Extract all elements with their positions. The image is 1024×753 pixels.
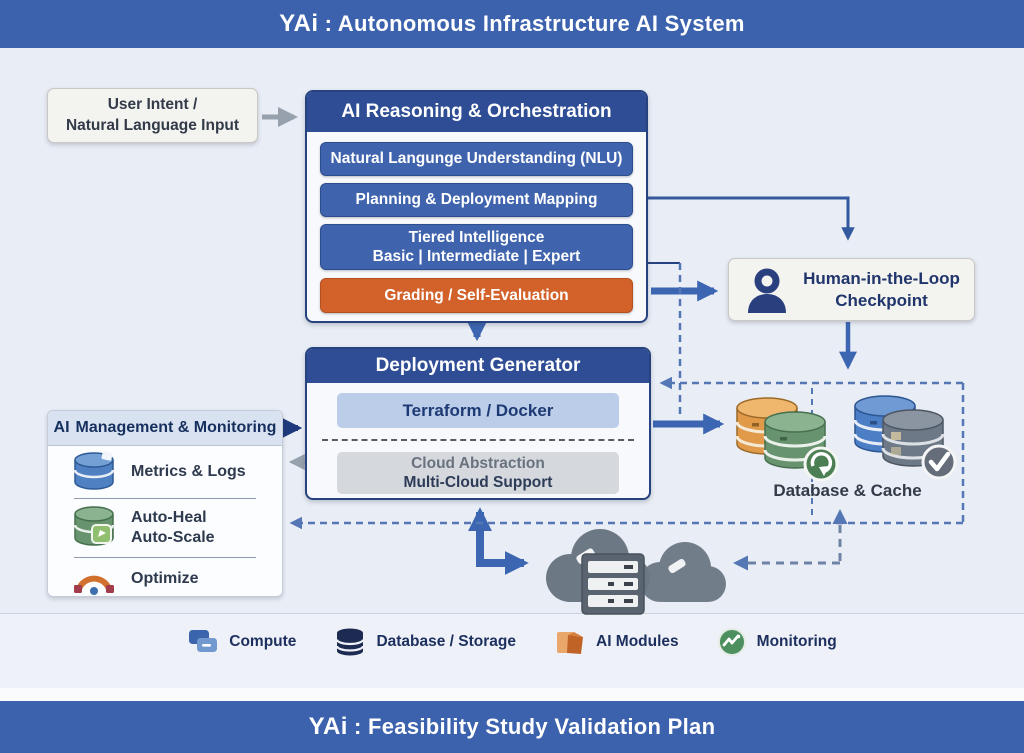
person-icon — [748, 268, 786, 313]
arrow-reasoning-to-hitl-top — [648, 196, 855, 241]
module-grading-label: Grading / Self-Evaluation — [384, 286, 569, 304]
ai-modules-icon — [557, 632, 583, 654]
bottom-banner-title: : Feasibility Study Validation Plan — [353, 714, 716, 739]
module-nlu: Natural Langunge Understanding (NLU) — [320, 142, 633, 176]
management-separator — [74, 557, 256, 558]
top-banner-title: : Autonomous Infrastructure AI System — [324, 11, 745, 36]
database-gray-icon — [881, 409, 945, 467]
database-cache-label: Database & Cache — [773, 481, 922, 500]
hitl-line2: Checkpoint — [835, 290, 928, 310]
cloud-abstraction-line1: Cloud Abstraction — [411, 454, 545, 472]
management-panel: AI Management & Monitoring Metrics & Log… — [47, 410, 283, 597]
module-tiered: Tiered Intelligence Basic | Intermediate… — [320, 224, 633, 270]
module-nlu-label: Natural Langunge Understanding (NLU) — [330, 150, 623, 168]
cloud-right-icon — [640, 542, 726, 602]
refresh-badge — [803, 446, 839, 482]
deployment-divider — [322, 439, 634, 441]
check-badge — [921, 444, 957, 480]
optimize-label: Optimize — [131, 569, 199, 587]
product-name: YAi — [279, 10, 319, 37]
module-planning-label: Planning & Deployment Mapping — [355, 191, 598, 209]
reasoning-panel: AI Reasoning & Orchestration Natural Lan… — [305, 90, 648, 323]
user-intent-box: User Intent / Natural Language Input — [47, 88, 258, 143]
auto-heal-line2: Auto-Scale — [131, 529, 215, 546]
user-intent-line2: Natural Language Input — [65, 116, 240, 134]
legend-strip — [0, 613, 1024, 688]
terraform-docker-box: Terraform / Docker — [337, 393, 619, 428]
hitl-line1: Human-in-the-Loop — [803, 269, 960, 289]
database-green-icon — [73, 506, 115, 546]
management-title: AI Management & Monitoring — [48, 411, 282, 446]
database-icon — [336, 628, 365, 656]
deployment-title: Deployment Generator — [307, 349, 649, 383]
legend-item-monitoring: Monitoring — [717, 627, 837, 657]
module-tiered-sublabel: Basic | Intermediate | Expert — [372, 248, 581, 265]
cloud-servers-icon — [546, 529, 726, 615]
hitl-box: Human-in-the-Loop Checkpoint — [728, 258, 975, 321]
auto-heal-label: Auto-Heal Auto-Scale — [131, 508, 215, 548]
legend-item-compute: Compute — [187, 628, 296, 656]
auto-heal-row: Auto-Heal Auto-Scale — [48, 499, 282, 557]
bottom-white-strip — [0, 688, 1024, 701]
legend-item-database: Database / Storage — [334, 627, 516, 657]
optimize-row: Optimize — [48, 558, 282, 599]
legend-item-ai-modules: AI Modules — [554, 627, 679, 657]
cloud-abstraction-line2: Multi-Cloud Support — [403, 474, 553, 491]
server-rack-icon — [581, 553, 645, 615]
bottom-banner: YAi : Feasibility Study Validation Plan — [0, 701, 1024, 753]
management-separator — [74, 498, 256, 499]
legend: Compute Database / Storage AI Modules — [0, 627, 1024, 657]
database-cache-icons — [735, 395, 957, 482]
metrics-logs-label: Metrics & Logs — [131, 463, 246, 480]
metrics-logs-row: Metrics & Logs — [48, 446, 282, 498]
legend-label-database: Database / Storage — [376, 633, 516, 650]
hitl-label: Human-in-the-Loop Checkpoint — [789, 268, 974, 311]
management-title-prefix: AI — [53, 419, 70, 436]
module-grading: Grading / Self-Evaluation — [320, 278, 633, 313]
module-tiered-label: Tiered Intelligence — [408, 228, 545, 246]
product-name: YAi — [308, 713, 348, 740]
reasoning-title: AI Reasoning & Orchestration — [307, 92, 646, 132]
monitoring-icon — [717, 628, 746, 656]
auto-heal-line1: Auto-Heal — [131, 509, 207, 526]
reasoning-body: Natural Langunge Understanding (NLU) Pla… — [307, 132, 646, 313]
legend-label-monitoring: Monitoring — [756, 633, 837, 650]
deployment-panel: Deployment Generator Terraform / Docker … — [305, 347, 651, 500]
management-title-rest: Management & Monitoring — [75, 419, 277, 436]
gauge-icon — [74, 575, 114, 595]
module-planning: Planning & Deployment Mapping — [320, 183, 633, 217]
compute-icon — [189, 630, 218, 652]
legend-label-compute: Compute — [229, 633, 297, 650]
top-banner: YAi : Autonomous Infrastructure AI Syste… — [0, 0, 1024, 48]
cloud-abstraction-box: Cloud Abstraction Multi-Cloud Support — [337, 452, 619, 494]
user-intent-line1: User Intent / — [107, 96, 198, 114]
legend-label-ai-modules: AI Modules — [596, 633, 679, 650]
database-blue-icon — [73, 451, 115, 490]
